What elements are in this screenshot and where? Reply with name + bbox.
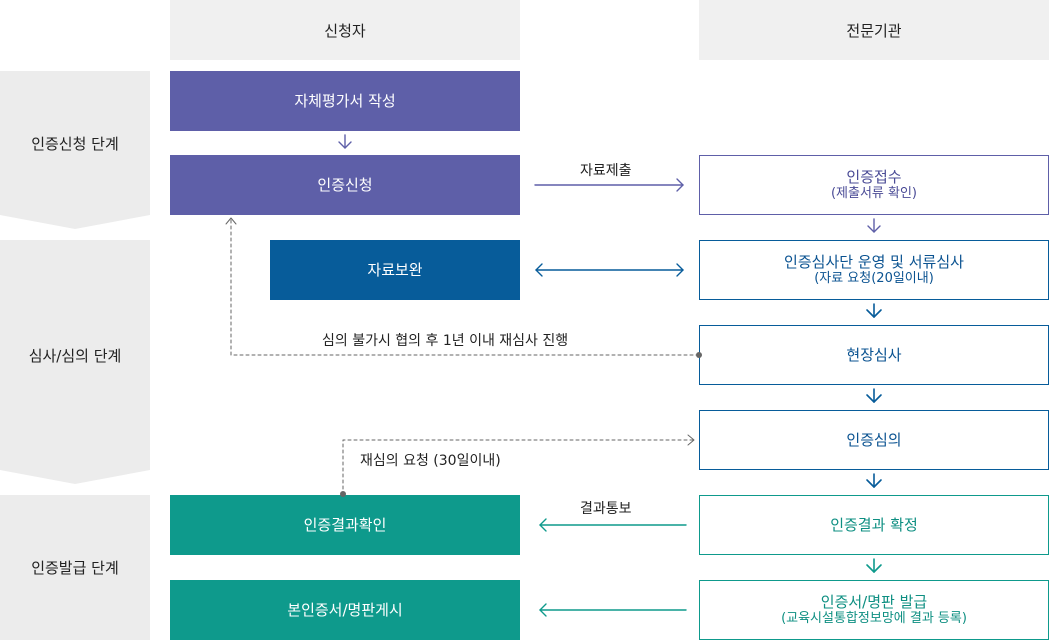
step-issue-sub: (교육시설통합정보망에 결과 등록) <box>781 611 967 627</box>
step-apply: 인증신청 <box>170 155 520 215</box>
dashed-re-deliberation-dot <box>340 491 346 497</box>
stage-review: 심사/심의 단계 <box>0 240 150 470</box>
header-applicant-label: 신청자 <box>324 21 366 40</box>
arrow-apply-to-receipt <box>534 178 684 192</box>
step-review-panel: 인증심사단 운영 및 서류심사 (자료 요청(20일이내) <box>699 240 1049 300</box>
arrow-selfeval-to-apply <box>338 134 352 149</box>
edge-label-re-deliberation: 재심의 요청 (30일이내) <box>360 453 501 469</box>
step-review-panel-sub: (자료 요청(20일이내) <box>814 271 934 287</box>
dashed-re-review-dot <box>696 352 702 358</box>
step-receipt: 인증접수 (제출서류 확인) <box>699 155 1049 215</box>
step-onsite-label: 현장심사 <box>846 345 902 364</box>
step-finalize: 인증결과 확정 <box>699 495 1049 555</box>
step-onsite: 현장심사 <box>699 325 1049 385</box>
edge-label-submit-docs: 자료제출 <box>580 163 632 179</box>
stage-issuance-label: 인증발급 단계 <box>31 559 119 577</box>
dashed-re-review <box>225 217 700 356</box>
step-self-evaluation-label: 자체평가서 작성 <box>294 91 396 110</box>
step-confirm-result-label: 인증결과확인 <box>303 515 387 534</box>
stage-issuance: 인증발급 단계 <box>0 495 150 640</box>
step-apply-label: 인증신청 <box>317 175 373 194</box>
step-review-panel-label: 인증심사단 운영 및 서류심사 <box>784 252 964 271</box>
step-receipt-sub: (제출서류 확인) <box>830 186 918 202</box>
arrow-finalize-to-confirm <box>539 518 687 532</box>
step-deliberation-label: 인증심의 <box>846 430 902 449</box>
step-post-certificate-label: 본인증서/명판게시 <box>287 600 403 619</box>
step-confirm-result: 인증결과확인 <box>170 495 520 555</box>
arrow-panel-to-onsite <box>866 303 882 318</box>
stage-application: 인증신청 단계 <box>0 71 150 215</box>
header-institution: 전문기관 <box>699 0 1049 60</box>
arrow-supplement-panel <box>535 263 684 277</box>
step-finalize-label: 인증결과 확정 <box>830 515 918 534</box>
header-applicant: 신청자 <box>170 0 520 60</box>
arrow-deliberation-to-finalize <box>866 473 882 488</box>
arrow-issue-to-post <box>539 603 687 617</box>
edge-label-re-review: 심의 불가시 협의 후 1년 이내 재심사 진행 <box>322 333 569 349</box>
step-issue: 인증서/명판 발급 (교육시설통합정보망에 결과 등록) <box>699 580 1049 640</box>
stage-review-label: 심사/심의 단계 <box>28 346 122 365</box>
arrow-receipt-to-panel <box>867 218 881 233</box>
step-deliberation: 인증심의 <box>699 410 1049 470</box>
stage-application-label: 인증신청 단계 <box>31 134 119 153</box>
step-self-evaluation: 자체평가서 작성 <box>170 71 520 131</box>
arrow-onsite-to-deliberation <box>866 388 882 403</box>
dashed-re-deliberation <box>342 434 695 496</box>
stage-issuance-bg <box>0 495 150 640</box>
step-supplement: 자료보완 <box>270 240 520 300</box>
header-institution-label: 전문기관 <box>846 21 902 40</box>
stage-review-bg <box>0 240 150 484</box>
step-receipt-label: 인증접수 <box>846 167 902 186</box>
edge-label-notify-result: 결과통보 <box>580 501 632 517</box>
step-supplement-label: 자료보완 <box>367 260 423 279</box>
arrow-finalize-to-issue <box>866 558 882 573</box>
stage-application-bg <box>0 71 150 229</box>
step-post-certificate: 본인증서/명판게시 <box>170 580 520 640</box>
step-issue-label: 인증서/명판 발급 <box>820 592 928 611</box>
